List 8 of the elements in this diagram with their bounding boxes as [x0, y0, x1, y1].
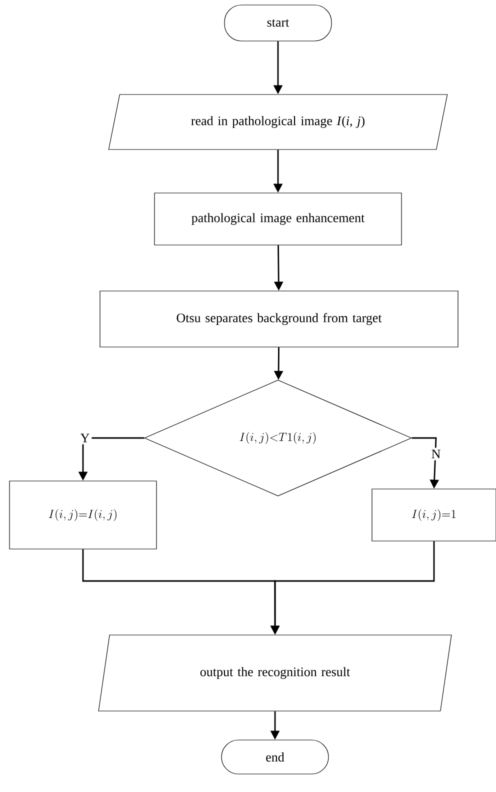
edge-label: N [429, 448, 443, 460]
process-box: pathological image enhancement [154, 192, 402, 246]
input-parallelogram: read in pathological image I(i, j) [108, 94, 448, 150]
process-box: $I(i,j){=}1$ [372, 488, 496, 542]
process-box: $I(i,j){=}I(i,j)$ [9, 480, 157, 550]
process-box: Otsu separates background from target [100, 290, 458, 348]
edge-label: Y [78, 432, 92, 444]
output-parallelogram: output the recognition result [98, 634, 452, 712]
